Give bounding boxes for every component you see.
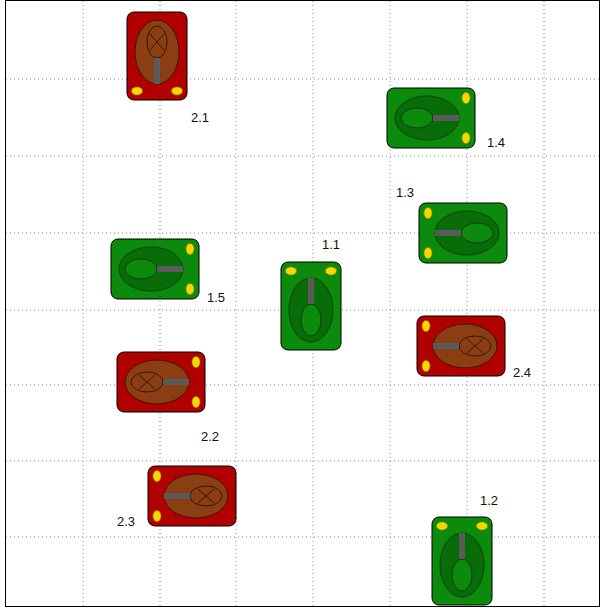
unit-number: 1.2 bbox=[480, 494, 498, 507]
board-border bbox=[6, 1, 600, 607]
grid bbox=[6, 1, 599, 606]
unit-number: 2.2 bbox=[201, 430, 219, 443]
red-tank bbox=[148, 466, 236, 526]
unit-number: 2.4 bbox=[513, 366, 531, 379]
unit-number: 1.1 bbox=[322, 238, 340, 251]
red-tank bbox=[417, 316, 505, 376]
green-tank bbox=[111, 239, 199, 299]
green-tank bbox=[387, 88, 475, 148]
green-tank bbox=[419, 203, 507, 263]
red-tank bbox=[127, 12, 187, 100]
unit-number: 1.5 bbox=[207, 291, 225, 304]
red-tank bbox=[117, 352, 205, 412]
unit-number: 1.3 bbox=[396, 186, 414, 199]
green-tank bbox=[281, 262, 341, 350]
unit-number: 1.4 bbox=[487, 136, 505, 149]
green-tank bbox=[432, 517, 492, 605]
unit-number: 2.1 bbox=[191, 111, 209, 124]
unit-number: 2.3 bbox=[117, 515, 135, 528]
